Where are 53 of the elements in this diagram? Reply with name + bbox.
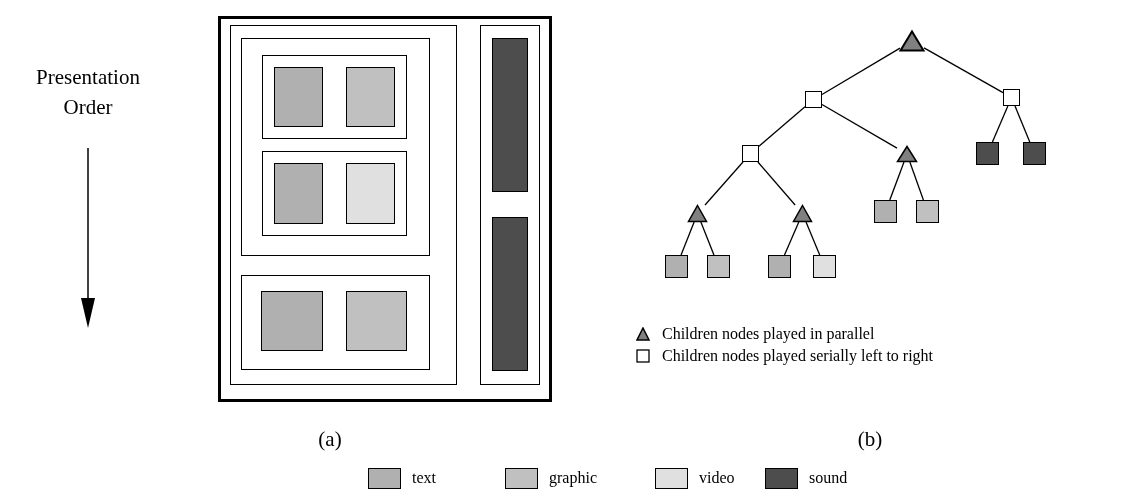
leaf-node-square (1023, 142, 1046, 165)
media-block-square (273, 66, 323, 127)
parallel-node-triangle (793, 205, 812, 222)
media-block-square (345, 162, 395, 224)
leaf-node-square (813, 255, 836, 278)
leaf-node-square (916, 200, 939, 223)
leaf-node-square (707, 255, 730, 278)
serial-node-square (742, 145, 759, 162)
group-box (262, 55, 407, 139)
group-box (262, 151, 407, 236)
tree-edge (805, 221, 821, 256)
media-block-square (261, 291, 323, 351)
media-block-square (346, 291, 407, 351)
leaf-node-square (665, 255, 688, 278)
panel-label: (b) (856, 426, 884, 453)
legend-text: text (412, 469, 436, 487)
tree-edge (704, 161, 744, 206)
leaf-node-square (874, 200, 897, 223)
legend-text: sound (809, 469, 848, 487)
leaf-node-square (976, 142, 999, 165)
tree-edge (821, 103, 898, 149)
leaf-node-square (768, 255, 791, 278)
legend-text: Children nodes played serially left to right (662, 347, 934, 365)
presentation-order-label: Presentation Order (35, 64, 141, 121)
group-box (240, 274, 430, 370)
media-block-square (491, 216, 528, 371)
parallel-node-triangle (897, 146, 917, 162)
tree-edge (1014, 105, 1031, 143)
tree-edge (757, 161, 796, 206)
parallel-node-triangle (900, 31, 924, 51)
tree-edge (783, 221, 800, 256)
tree-edge (680, 221, 695, 256)
legend-text: graphic (549, 469, 597, 487)
group-box (240, 37, 430, 256)
tree-edge (821, 47, 901, 96)
column-box (230, 25, 457, 385)
legend-text: Children nodes played in parallel (662, 325, 875, 343)
tree-edge (991, 105, 1009, 143)
serial-node-square (1003, 89, 1020, 106)
serial-node-square (805, 91, 822, 108)
tree-edge (889, 161, 905, 201)
panel-label: (a) (317, 426, 343, 453)
tree-edge (758, 106, 806, 147)
column-box (480, 25, 540, 385)
media-block-square (273, 162, 323, 224)
legend-text: video (699, 469, 735, 487)
tree-edge (909, 161, 925, 201)
media-block-square (345, 66, 395, 127)
tree-edge (923, 47, 1004, 94)
parallel-node-triangle (688, 205, 707, 222)
tree-edge (700, 221, 715, 256)
layout-frame (218, 16, 552, 402)
media-block-square (491, 37, 528, 192)
